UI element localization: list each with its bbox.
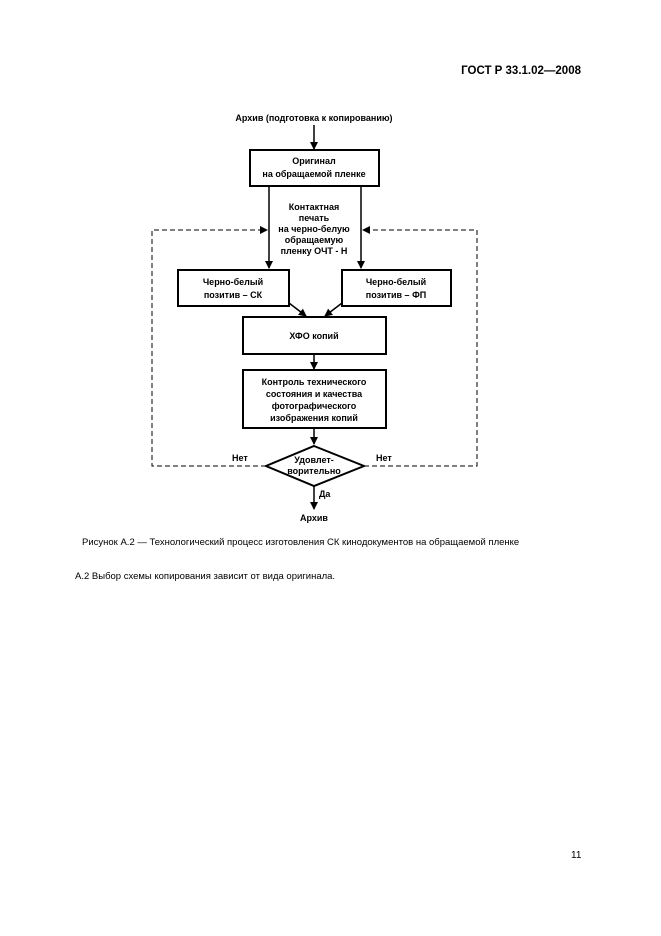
yes-label: Да <box>319 489 331 499</box>
paragraph-note: А.2 Выбор схемы копирования зависит от в… <box>75 571 336 582</box>
dashed-loop-left <box>151 226 268 467</box>
no-label-right: Нет <box>376 453 392 463</box>
right-box-line-1: Черно-белый <box>366 277 426 287</box>
hfo-copies-box <box>242 316 387 355</box>
control-box-line-4: изображения копий <box>270 413 358 423</box>
original-box <box>249 149 380 187</box>
quality-control-box <box>242 369 387 429</box>
contact-print-line-5: пленку ОЧТ - Н <box>281 246 348 256</box>
right-box-line-2: позитив – ФП <box>366 290 426 300</box>
original-box-line-1: Оригинал <box>292 156 336 166</box>
contact-print-line-3: на черно-белую <box>278 224 350 234</box>
arrow-left-to-hfo <box>288 302 307 317</box>
left-positive-box <box>177 269 290 307</box>
flowchart-diagram: Архив (подготовка к копированию) Оригина… <box>151 113 478 523</box>
right-positive-box <box>341 269 452 307</box>
start-label: Архив (подготовка к копированию) <box>235 113 392 123</box>
end-label: Архив <box>300 513 328 523</box>
contact-print-line-1: Контактная <box>289 202 339 212</box>
decision-line-1: Удовлет- <box>294 455 334 465</box>
left-box-line-1: Черно-белый <box>203 277 263 287</box>
page-number: 11 <box>571 850 582 861</box>
original-box-line-2: на обращаемой пленке <box>262 169 365 179</box>
contact-print-line-4: обращаемую <box>285 235 344 245</box>
contact-print-line-2: печать <box>299 213 330 223</box>
control-box-line-2: состояния и качества <box>266 389 363 399</box>
hfo-box-label: ХФО копий <box>289 331 338 341</box>
left-box-line-2: позитив – СК <box>204 290 263 300</box>
control-box-line-3: фотографического <box>272 401 357 411</box>
control-box-line-1: Контроль технического <box>262 377 367 387</box>
dashed-loop-right <box>362 226 478 467</box>
document-number: ГОСТ Р 33.1.02—2008 <box>461 65 581 77</box>
decision-line-2: ворительно <box>287 466 341 476</box>
no-label-left: Нет <box>232 453 248 463</box>
figure-caption: Рисунок А.2 — Технологический процесс из… <box>82 537 520 548</box>
arrow-right-to-hfo <box>324 302 343 317</box>
